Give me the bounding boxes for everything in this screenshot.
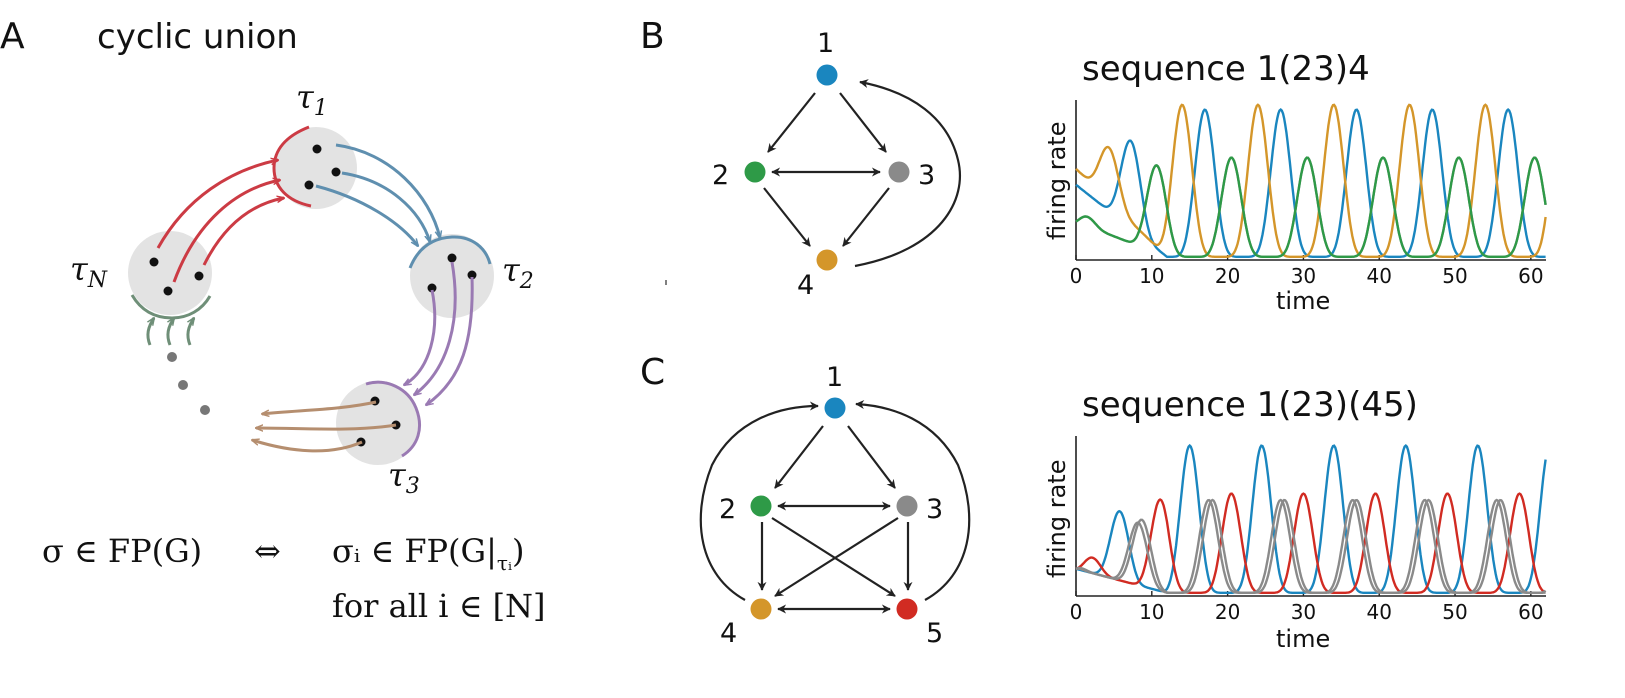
chart-b-title: sequence 1(23)4 — [1082, 49, 1370, 89]
ellipsis-dots — [167, 352, 210, 415]
graph-b-nodes — [744, 64, 910, 271]
x-tick-label: 40 — [1366, 264, 1391, 288]
formula-iff: ⇔ — [254, 532, 281, 570]
chart-c-ylabel: firing rate — [1043, 460, 1071, 578]
x-tick-label: 50 — [1442, 264, 1467, 288]
graph-b-label-1: 1 — [817, 28, 834, 59]
graph-b-node-1 — [816, 64, 838, 86]
series-line-3 — [1075, 156, 1547, 258]
chart-b-plot: 0 10 20 30 40 50 60 — [1070, 100, 1547, 288]
panel-c-letter: C — [640, 352, 665, 393]
cluster-dots — [149, 144, 477, 447]
graph-c-label-1: 1 — [826, 362, 843, 393]
x-tick-label: 50 — [1442, 600, 1467, 624]
label-tau3: τ3 — [388, 456, 420, 499]
cluster-tauN-blob — [128, 231, 212, 315]
x-tick-label: 30 — [1291, 264, 1316, 288]
x-tick-label: 60 — [1518, 264, 1543, 288]
graph-c-label-2: 2 — [719, 494, 736, 525]
edges-tau3-to-next — [252, 400, 397, 453]
formula-line2: for all i ∈ [N] — [332, 587, 546, 625]
panel-a-title: cyclic union — [97, 17, 298, 57]
edges-tauN-to-tau1 — [156, 125, 312, 283]
x-tick-label: 10 — [1139, 600, 1164, 624]
chart-b-xlabel: time — [1276, 287, 1330, 315]
graph-b-edges — [763, 79, 962, 268]
x-tick-label: 20 — [1215, 264, 1240, 288]
chart-c-xlabel: time — [1276, 625, 1330, 653]
series-line-1 — [1075, 103, 1547, 258]
cluster-tau1-blob — [275, 127, 357, 209]
formula-left: σ ∈ FP(G) — [42, 532, 202, 570]
panel-c: C 1 2 3 4 5 sequence 1(23)(45) firing ra — [640, 352, 1547, 653]
x-tick-label: 60 — [1518, 600, 1543, 624]
panel-a: A cyclic union — [0, 16, 546, 625]
graph-b-label-2: 2 — [712, 160, 729, 191]
series-line-1 — [1075, 492, 1547, 594]
label-tau2: τ2 — [502, 251, 534, 294]
panel-b-letter: B — [640, 16, 665, 57]
panel-a-letter: A — [0, 16, 25, 57]
x-tick-label: 40 — [1366, 600, 1391, 624]
graph-b-node-4 — [816, 249, 838, 271]
graph-c-edges — [699, 399, 971, 614]
graph-b-label-3: 3 — [918, 160, 935, 191]
graph-c-label-5: 5 — [926, 618, 943, 649]
x-tick-label: 10 — [1139, 264, 1164, 288]
graph-c-node-1 — [824, 397, 846, 419]
graph-b-node-3 — [888, 161, 910, 183]
label-tau1: τ1 — [296, 78, 328, 121]
edges-tau1-to-tau2 — [315, 143, 492, 269]
panel-b: B 1 2 3 4 sequence 1(23)4 firing rate ti… — [640, 16, 1547, 315]
x-tick-label: 20 — [1215, 600, 1240, 624]
edges-into-tauN — [130, 294, 212, 346]
graph-c-label-4: 4 — [720, 618, 737, 649]
graph-c-node-4 — [750, 598, 772, 620]
formula-right: σᵢ ∈ FP(G|τᵢ) — [332, 532, 524, 575]
label-tauN: τN — [70, 250, 108, 293]
graph-c-node-3 — [896, 495, 918, 517]
x-tick-label: 0 — [1070, 600, 1083, 624]
edges-tau2-to-tau3 — [365, 261, 474, 458]
graph-b-node-2 — [744, 161, 766, 183]
chart-b-ylabel: firing rate — [1043, 122, 1071, 240]
graph-b-label-4: 4 — [797, 270, 814, 301]
series-line-0 — [1075, 443, 1547, 594]
graph-c-nodes — [750, 397, 918, 620]
chart-c-plot: 0 10 20 30 40 50 60 — [1070, 436, 1547, 624]
graph-c-node-2 — [750, 495, 772, 517]
series-line-3 — [1075, 498, 1546, 594]
x-tick-label: 30 — [1291, 600, 1316, 624]
x-tick-label: 0 — [1070, 264, 1083, 288]
chart-c-title: sequence 1(23)(45) — [1082, 385, 1418, 425]
graph-c-label-3: 3 — [926, 494, 943, 525]
graph-c-node-5 — [896, 598, 918, 620]
